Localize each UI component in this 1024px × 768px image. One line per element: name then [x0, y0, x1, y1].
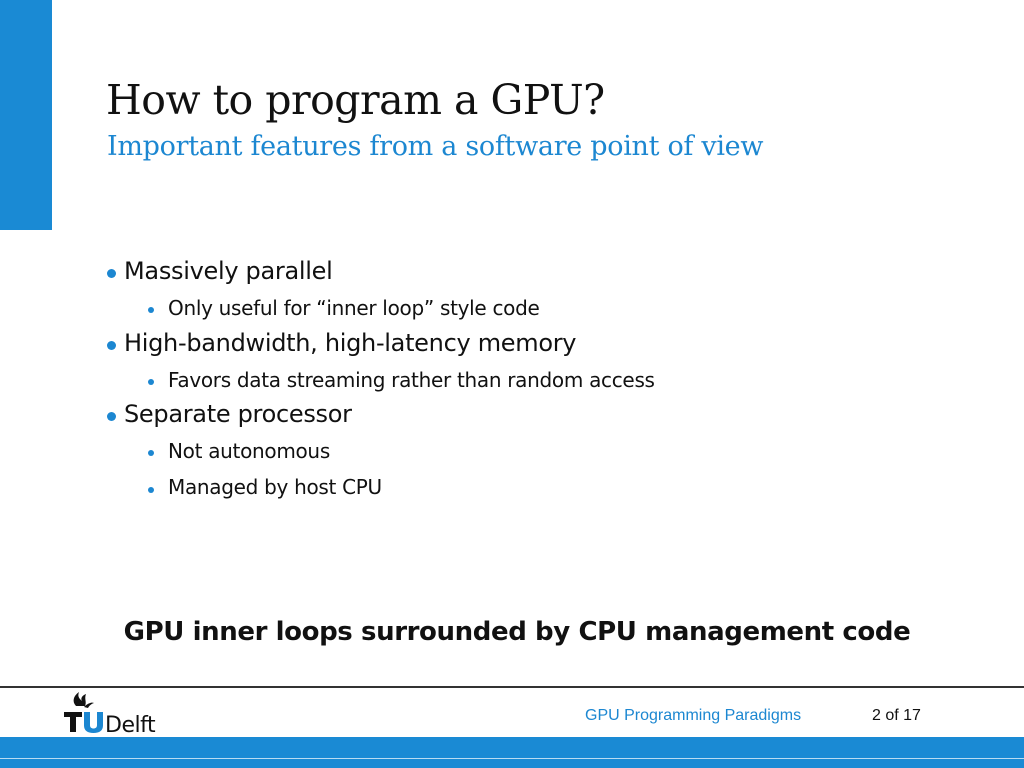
sub-bullet-item: Not autonomous — [168, 439, 330, 463]
bullet-dot-icon — [107, 269, 116, 278]
presentation-title: GPU Programming Paradigms — [585, 707, 802, 724]
bullet-item: High-bandwidth, high-latency memory — [124, 329, 577, 357]
sub-bullet-item: Favors data streaming rather than random… — [168, 368, 655, 392]
bullet-dot-icon — [148, 487, 154, 493]
bullet-dot-icon — [107, 341, 116, 350]
page-indicator: 2 of 17 — [872, 707, 921, 724]
bullet-dot-icon — [148, 307, 154, 313]
flame-icon — [73, 692, 94, 708]
sub-bullet-item: Only useful for “inner loop” style code — [168, 296, 540, 320]
left-accent-bar — [0, 0, 52, 230]
slide-title: How to program a GPU? — [106, 76, 605, 124]
svg-text:Delft: Delft — [105, 713, 156, 734]
sub-bullet-item: Managed by host CPU — [168, 475, 382, 499]
tudelft-logo: Delft — [64, 692, 156, 734]
bullet-dot-icon — [148, 450, 154, 456]
bullet-item: Separate processor — [124, 400, 352, 428]
bullet-list: Massively parallel Only useful for “inne… — [107, 257, 655, 499]
bottom-bar-stripe — [0, 758, 1024, 759]
bullet-dot-icon — [148, 379, 154, 385]
footer-divider — [0, 686, 1024, 688]
bullet-item: Massively parallel — [124, 257, 333, 285]
bullet-dot-icon — [107, 412, 116, 421]
bottom-accent-bar — [0, 737, 1024, 768]
callout-text: GPU inner loops surrounded by CPU manage… — [123, 617, 911, 647]
slide-subtitle: Important features from a software point… — [107, 131, 764, 162]
